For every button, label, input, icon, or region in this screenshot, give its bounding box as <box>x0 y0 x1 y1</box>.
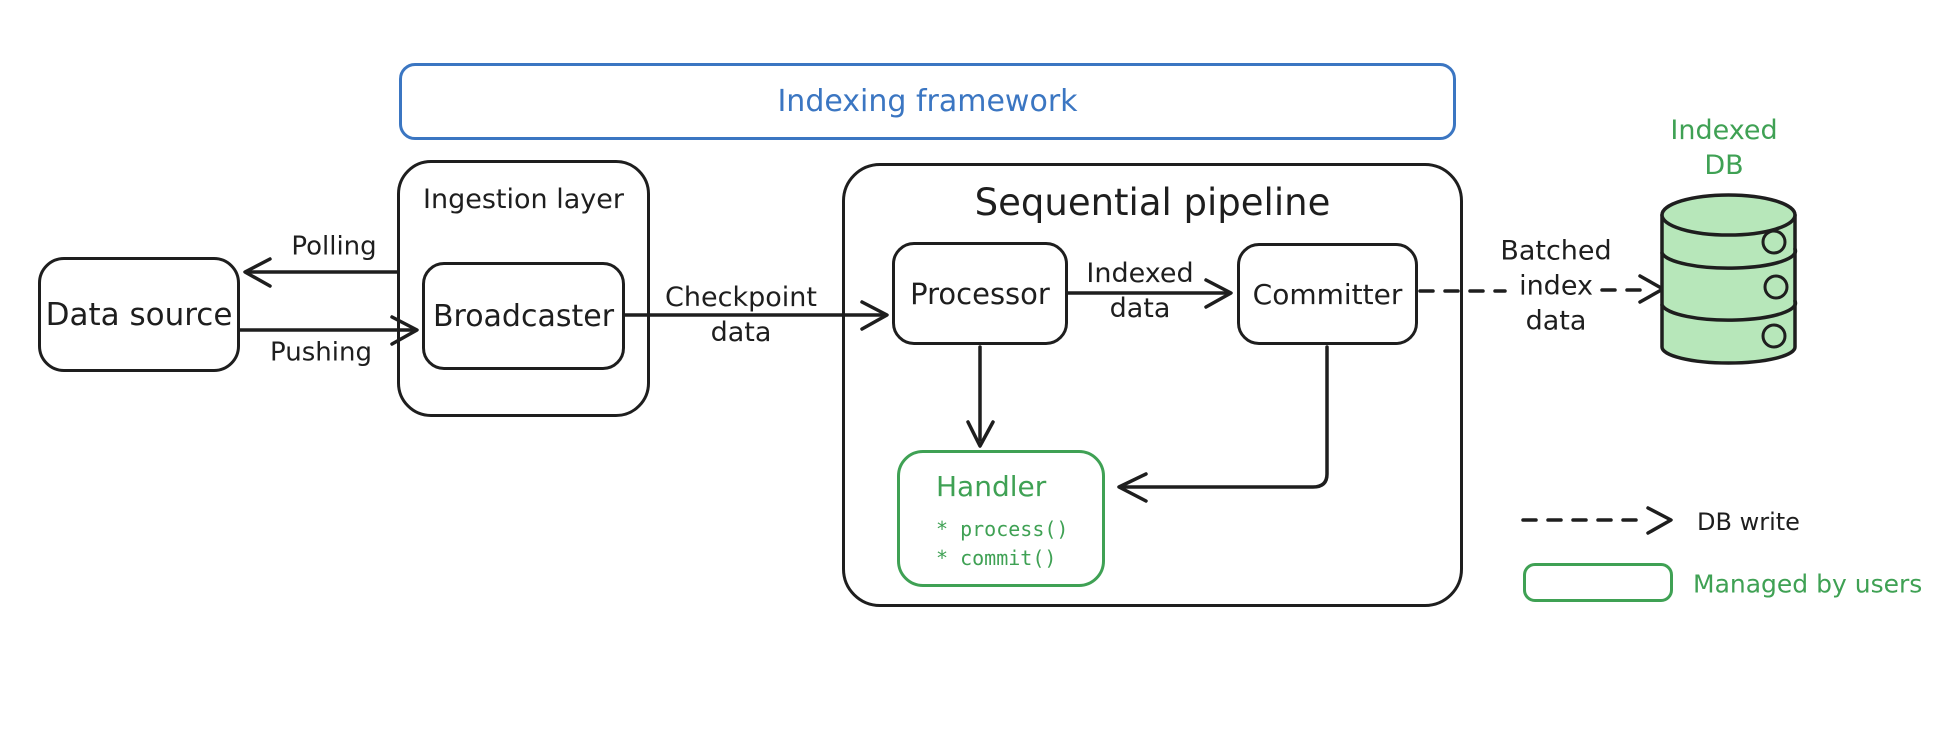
sequential-pipeline-label: Sequential pipeline <box>974 181 1331 224</box>
data-source-label: Data source <box>45 296 233 333</box>
indexing-framework-label: Indexing framework <box>777 84 1078 119</box>
committer-node: Committer <box>1237 243 1418 345</box>
indexed-db-cylinder-icon <box>1660 193 1798 365</box>
handler-node: Handler * process() * commit() <box>897 450 1105 587</box>
ingestion-layer-label: Ingestion layer <box>423 184 624 215</box>
managed-by-users-legend-label: Managed by users <box>1693 569 1923 599</box>
db-write-legend-arrow <box>1521 506 1673 535</box>
data-source-node: Data source <box>38 257 240 372</box>
ingestion-layer-node <box>397 160 650 417</box>
handler-method-process: * process() <box>936 517 1069 541</box>
sequential-pipeline-node <box>842 163 1463 607</box>
broadcaster-node: Broadcaster <box>422 262 625 370</box>
committer-label: Committer <box>1252 277 1403 311</box>
db-write-legend-label: DB write <box>1697 508 1800 536</box>
broadcaster-label: Broadcaster <box>432 298 615 334</box>
processor-node: Processor <box>892 242 1068 345</box>
processor-label: Processor <box>910 276 1050 311</box>
managed-by-users-legend-swatch <box>1523 563 1673 602</box>
handler-label: Handler <box>936 470 1047 503</box>
handler-method-commit: * commit() <box>936 546 1057 570</box>
polling-edge-label: Polling <box>291 231 377 262</box>
pushing-edge-label: Pushing <box>270 337 372 368</box>
indexing-framework-box: Indexing framework <box>399 63 1456 140</box>
